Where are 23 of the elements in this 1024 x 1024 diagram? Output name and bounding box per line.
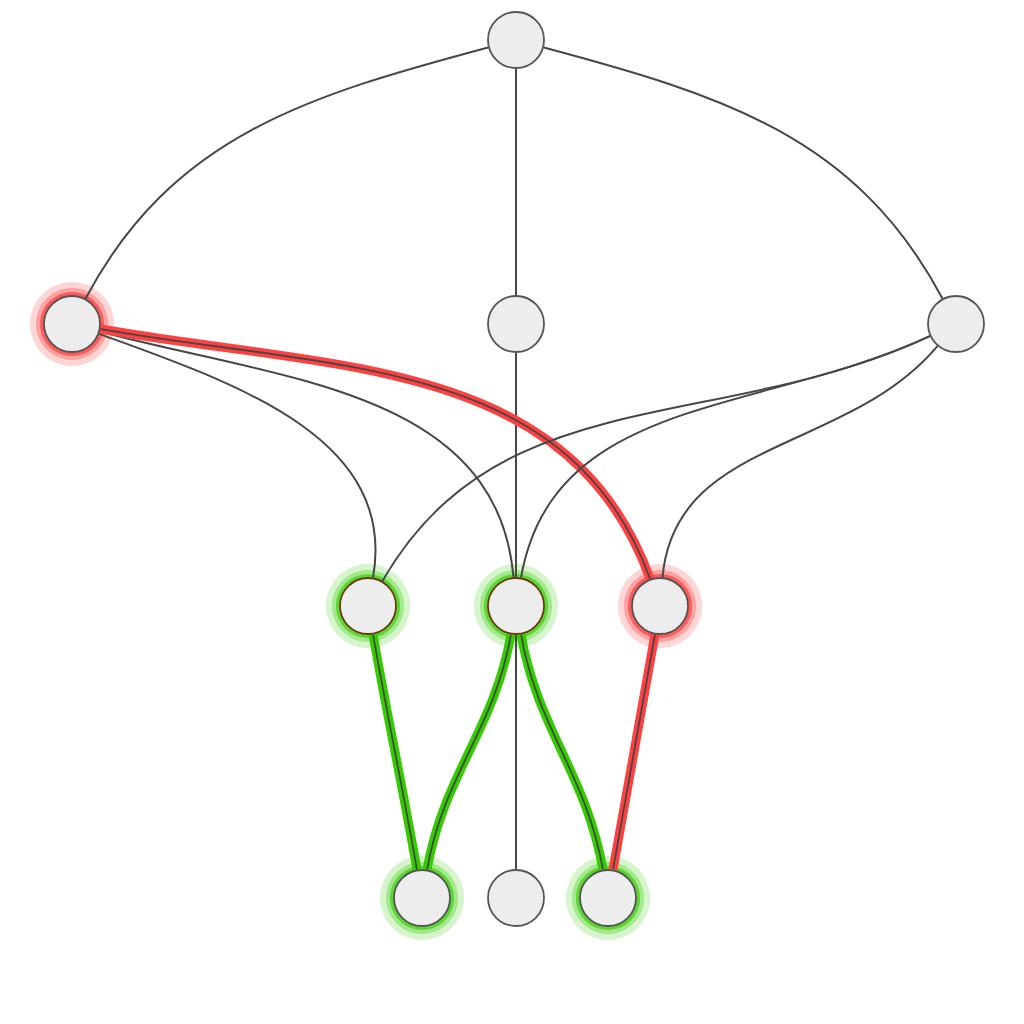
edge-line bbox=[520, 335, 931, 579]
graph-node bbox=[487, 295, 545, 353]
edge-line bbox=[98, 332, 377, 579]
edge-line bbox=[515, 67, 517, 297]
graph-node bbox=[618, 564, 702, 648]
edge-line bbox=[84, 46, 490, 300]
edge-line bbox=[661, 345, 939, 579]
edge-line bbox=[516, 633, 608, 871]
edge-line bbox=[368, 633, 422, 871]
edge-line bbox=[608, 633, 660, 871]
graph-node bbox=[566, 856, 650, 940]
edge-line bbox=[422, 633, 516, 871]
graph-node bbox=[30, 282, 114, 366]
edge-line bbox=[542, 46, 944, 300]
graph-node bbox=[927, 295, 985, 353]
edge-line bbox=[515, 633, 517, 871]
edge-line bbox=[99, 324, 655, 581]
graph-node bbox=[487, 11, 545, 69]
edge-line bbox=[515, 351, 517, 579]
graph-node bbox=[487, 869, 545, 927]
graph-node bbox=[326, 564, 410, 648]
graph-node bbox=[474, 564, 558, 648]
graph-node bbox=[380, 856, 464, 940]
